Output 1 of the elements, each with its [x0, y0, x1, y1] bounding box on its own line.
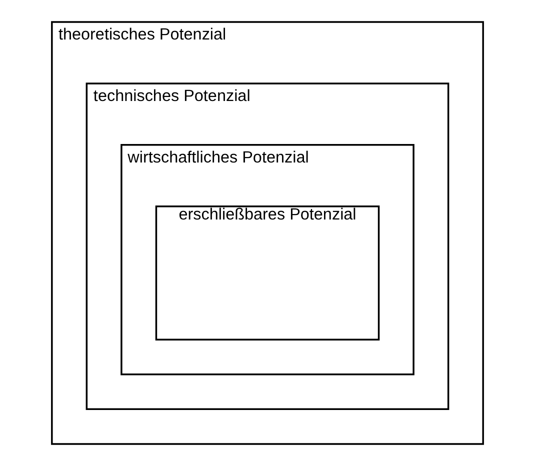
node-box: erschließbares Potenzial [154, 205, 380, 340]
